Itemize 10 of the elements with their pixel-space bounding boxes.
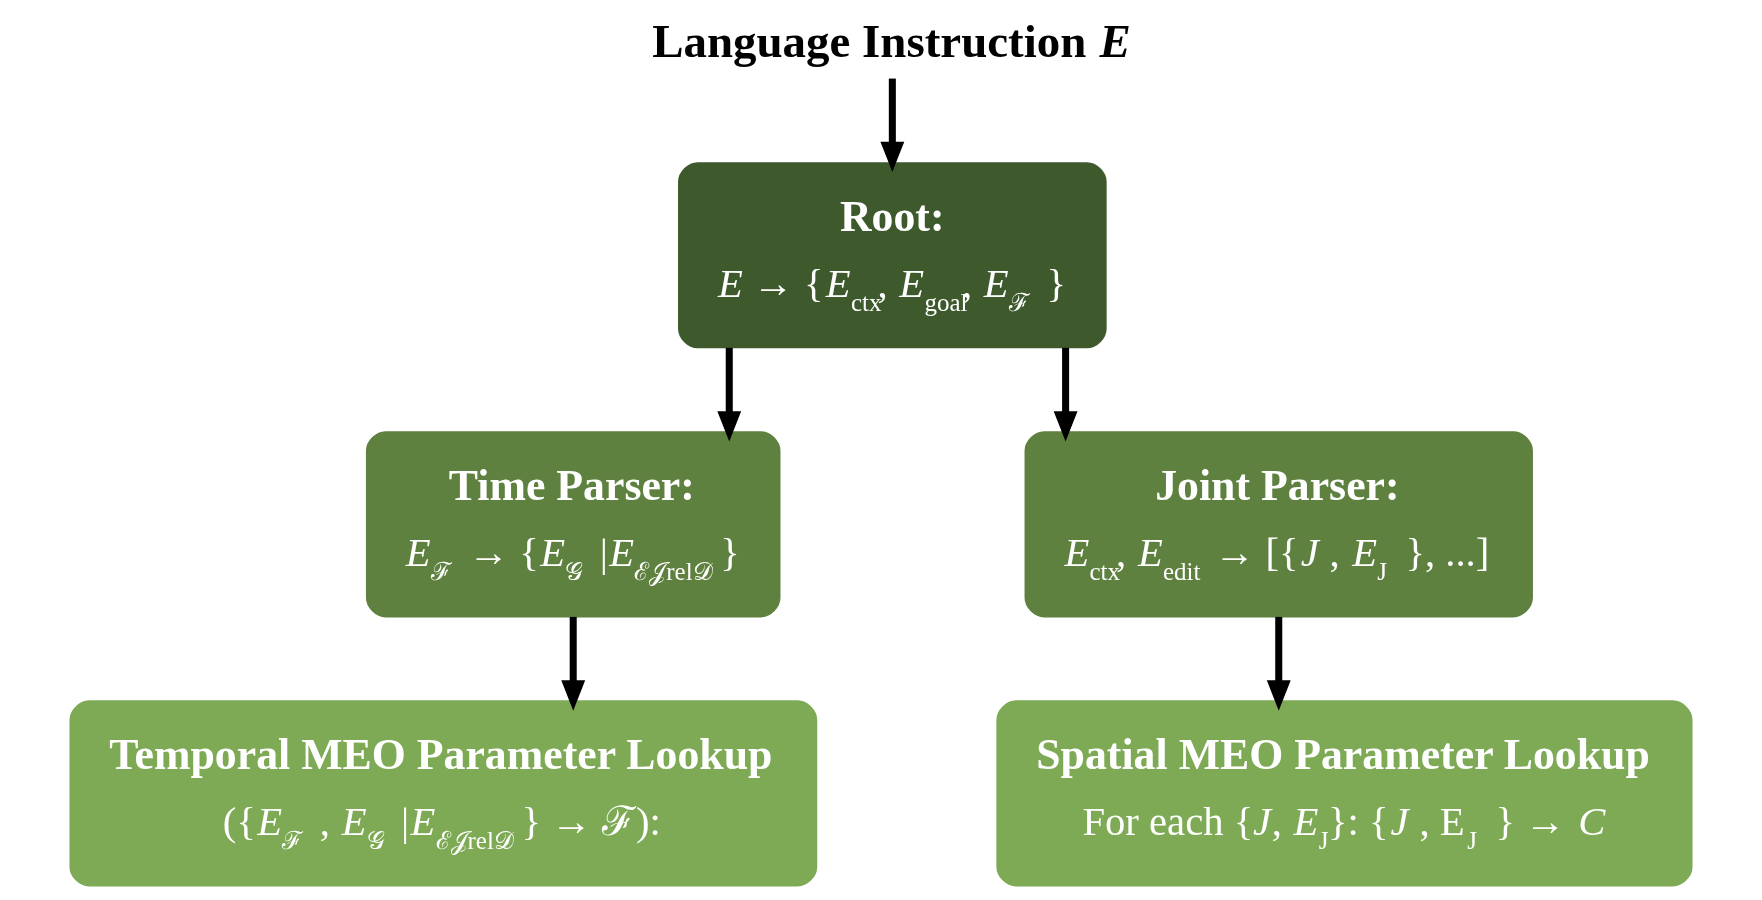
node-box: Joint Parser: E$_{ctx}$, E$_{edit}$ → [{J , E$_{J}$ }, ...] bbox=[1024, 431, 1533, 618]
node-box: Spatial MEO Parameter Lookup For each {J, E$_{J}$}: {J , E$_{J}$ } → C bbox=[996, 700, 1693, 887]
arrow bbox=[880, 78, 905, 173]
node-box: Time Parser: E$_{ℱ}$ → {E$_{𝒢}$ |E$_{ℰ𝒥rel𝒟}$ } bbox=[365, 431, 781, 618]
arrow bbox=[1266, 616, 1291, 711]
arrow bbox=[561, 616, 586, 711]
node-text: Language Instruction E bbox=[652, 14, 1131, 67]
arrow bbox=[1053, 347, 1078, 442]
arrow bbox=[717, 347, 742, 442]
node-box: Temporal MEO Parameter Lookup ({E$_{ℱ}$ , E$_{𝒢}$ |E$_{ℰ𝒥rel𝒟}$ } → ℱ): bbox=[69, 700, 818, 887]
